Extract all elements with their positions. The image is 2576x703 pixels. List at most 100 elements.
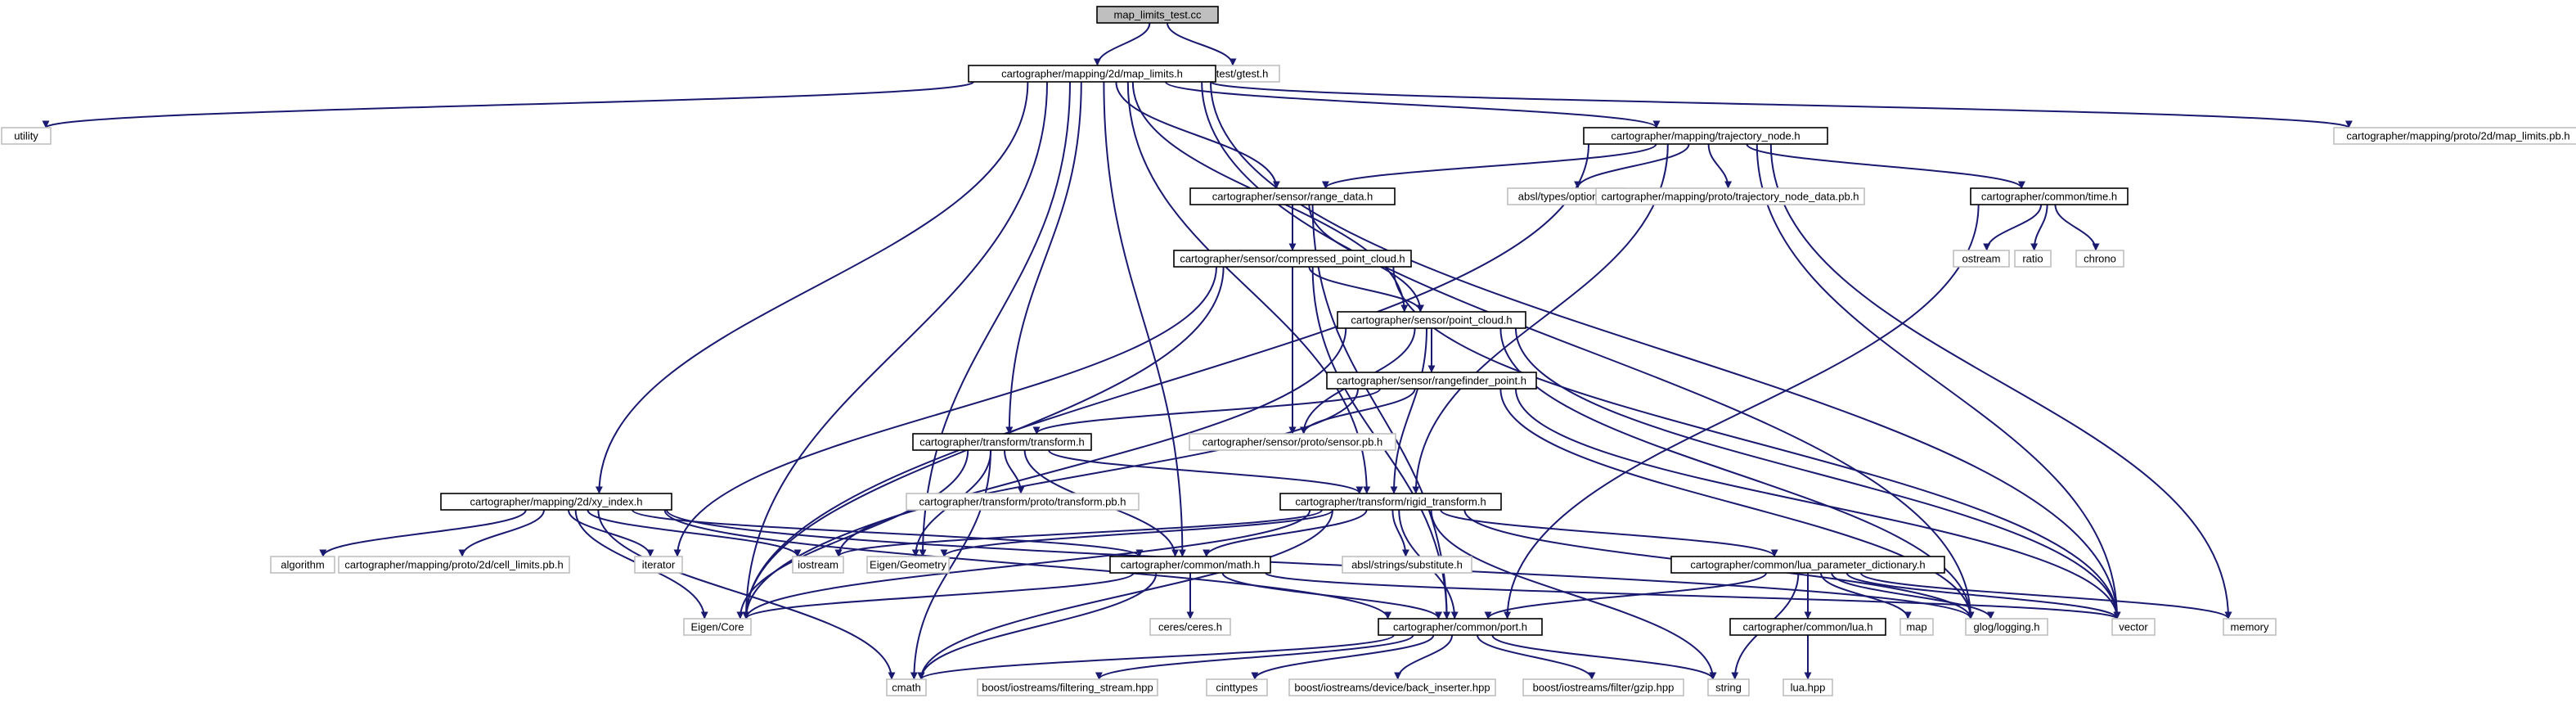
edge-math-to-cmath <box>917 572 1158 680</box>
edge-rigid-to-cmath <box>917 509 1333 680</box>
node-box-algorithm <box>270 556 335 574</box>
edge-transform-to-eigen_core <box>736 449 969 620</box>
edge-map_limits-to-vector <box>1210 81 2121 620</box>
node-transform[interactable]: cartographer/transform/transform.h <box>912 433 1092 451</box>
node-box-chrono <box>2075 250 2124 268</box>
edge-rangefinder-to-vector <box>1514 388 2121 620</box>
edge-trajectory_node-to-memory <box>1769 143 2232 620</box>
node-rangefinder[interactable]: cartographer/sensor/rangefinder_point.h <box>1326 372 1537 390</box>
edge-map_limits-to-proto_map_limits <box>1210 81 2353 128</box>
node-proto_cell: cartographer/mapping/proto/2d/cell_limit… <box>338 556 570 574</box>
node-label-cinttypes: cinttypes <box>1216 681 1258 693</box>
node-cmath: cmath <box>886 678 927 696</box>
edge-math-to-vector <box>1265 572 2121 620</box>
node-root: map_limits_test.cc <box>1096 6 1219 24</box>
edge-rigid-to-iostream <box>834 509 1323 557</box>
edge-lua_dict-to-vector <box>1845 572 2121 620</box>
node-chrono: chrono <box>2075 250 2124 268</box>
edge-map_limits-to-xy_index <box>595 81 1029 494</box>
node-filtering_stream: boost/iostreams/filtering_stream.hpp <box>977 678 1158 696</box>
node-label-point_cloud: cartographer/sensor/point_cloud.h <box>1351 313 1512 326</box>
edge-rangefinder-to-glog <box>1499 388 1975 620</box>
node-label-absl_optional: absl/types/optional.h <box>1518 190 1616 202</box>
node-box-memory <box>2223 618 2277 636</box>
node-label-map_limits: cartographer/mapping/2d/map_limits.h <box>1001 67 1183 79</box>
node-label-utility: utility <box>14 129 38 142</box>
node-ostream: ostream <box>1953 250 2010 268</box>
node-box-cmath <box>886 678 927 696</box>
node-box-ratio <box>2014 250 2052 268</box>
node-box-math <box>1109 556 1271 574</box>
node-box-ostream <box>1953 250 2010 268</box>
edge-rigid-to-lua_dict <box>1440 509 1778 557</box>
node-glog: glog/logging.h <box>1965 618 2048 636</box>
edge-time-to-chrono <box>2054 204 2100 251</box>
node-range_data[interactable]: cartographer/sensor/range_data.h <box>1189 187 1396 205</box>
node-box-trajectory_node <box>1583 127 1828 145</box>
node-utility: utility <box>1 127 52 145</box>
node-lua_dict[interactable]: cartographer/common/lua_parameter_dictio… <box>1670 556 1945 574</box>
node-box-proto_traj <box>1595 187 1865 205</box>
node-label-ratio: ratio <box>2022 252 2043 264</box>
node-box-eigen_core <box>683 618 752 636</box>
node-label-algorithm: algorithm <box>281 558 324 570</box>
edge-map_limits-to-eigen_core <box>742 81 1049 620</box>
node-label-time: cartographer/common/time.h <box>1981 190 2117 202</box>
node-point_cloud[interactable]: cartographer/sensor/point_cloud.h <box>1337 311 1526 329</box>
edge-trajectory_node-to-vector <box>1756 143 2121 620</box>
node-iterator: iterator <box>634 556 683 574</box>
node-math[interactable]: cartographer/common/math.h <box>1109 556 1271 574</box>
node-label-ceres: ceres/ceres.h <box>1158 620 1222 633</box>
node-algorithm: algorithm <box>270 556 335 574</box>
node-proto_transform: cartographer/transform/proto/transform.p… <box>906 493 1140 511</box>
edge-time-to-ostream <box>1983 204 2043 251</box>
node-box-absl_substitute <box>1342 556 1472 574</box>
edge-rangefinder-to-proto_sensor <box>1300 388 1416 435</box>
node-iostream: iostream <box>792 556 844 574</box>
node-ceres: ceres/ceres.h <box>1149 618 1231 636</box>
node-rigid[interactable]: cartographer/transform/rigid_transform.h <box>1279 493 1502 511</box>
node-label-proto_traj: cartographer/mapping/proto/trajectory_no… <box>1601 190 1859 202</box>
edge-map_limits-to-math <box>1103 81 1186 557</box>
node-box-proto_cell <box>338 556 570 574</box>
node-label-glog: glog/logging.h <box>1974 620 2040 633</box>
node-label-proto_map_limits: cartographer/mapping/proto/2d/map_limits… <box>2346 129 2569 142</box>
node-trajectory_node[interactable]: cartographer/mapping/trajectory_node.h <box>1583 127 1828 145</box>
node-compressed[interactable]: cartographer/sensor/compressed_point_clo… <box>1173 250 1412 268</box>
node-label-xy_index: cartographer/mapping/2d/xy_index.h <box>470 495 642 507</box>
node-time[interactable]: cartographer/common/time.h <box>1970 187 2129 205</box>
edge-compressed-to-iterator <box>673 266 1217 557</box>
edge-trajectory_node-to-absl_optional <box>1574 143 1690 189</box>
edge-math-to-eigen_core <box>742 572 1135 620</box>
node-layer: map_limits_test.ccgtest/gtest.hcartograp… <box>1 6 2576 696</box>
node-label-root: map_limits_test.cc <box>1114 8 1202 20</box>
node-box-point_cloud <box>1337 311 1526 329</box>
node-label-math: cartographer/common/math.h <box>1121 558 1261 570</box>
node-port[interactable]: cartographer/common/port.h <box>1378 618 1543 636</box>
node-box-filtering_stream <box>977 678 1158 696</box>
node-cinttypes: cinttypes <box>1206 678 1268 696</box>
node-box-time <box>1970 187 2129 205</box>
node-label-absl_substitute: absl/strings/substitute.h <box>1351 558 1463 570</box>
edge-math-to-port <box>1221 572 1443 620</box>
node-label-iostream: iostream <box>798 558 838 570</box>
edge-map_limits-to-trajectory_node <box>1165 81 1661 128</box>
edge-point_cloud-to-glog <box>1499 327 1975 620</box>
edge-port-to-filtering_stream <box>1095 634 1414 680</box>
edge-xy_index-to-algorithm <box>319 509 527 557</box>
edge-point_cloud-to-eigen_core <box>742 327 1347 620</box>
node-lua_h[interactable]: cartographer/common/lua.h <box>1729 618 1886 636</box>
edge-rigid-to-absl_substitute <box>1391 509 1409 557</box>
node-box-utility <box>1 127 52 145</box>
node-proto_map_limits: cartographer/mapping/proto/2d/map_limits… <box>2333 127 2576 145</box>
node-label-rigid: cartographer/transform/rigid_transform.h <box>1295 495 1486 507</box>
node-label-proto_transform: cartographer/transform/proto/transform.p… <box>919 495 1126 507</box>
node-box-iterator <box>634 556 683 574</box>
edge-trajectory_node-to-proto_traj <box>1707 143 1733 189</box>
node-label-iterator: iterator <box>642 558 676 570</box>
node-map_limits[interactable]: cartographer/mapping/2d/map_limits.h <box>968 65 1216 83</box>
node-xy_index[interactable]: cartographer/mapping/2d/xy_index.h <box>440 493 672 511</box>
edge-rigid-to-math <box>1203 509 1368 557</box>
node-box-iostream <box>792 556 844 574</box>
